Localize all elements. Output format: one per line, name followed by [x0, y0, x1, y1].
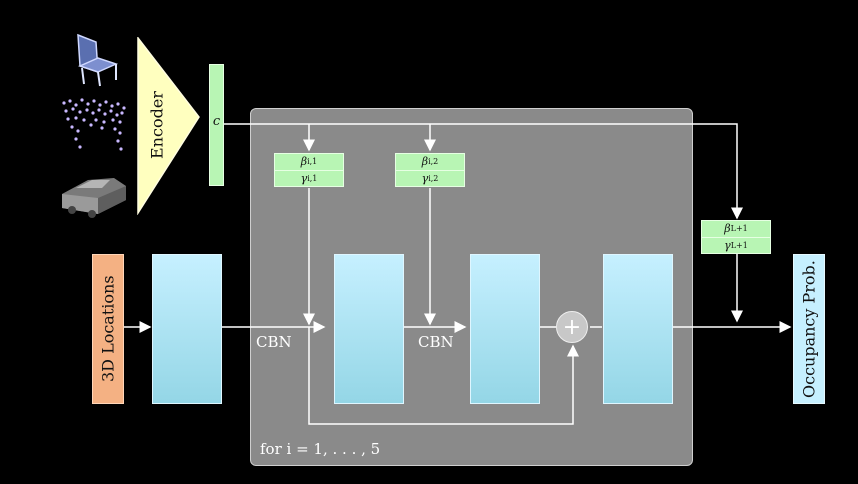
cbn-label-1: CBN	[256, 333, 292, 351]
encoder-label: Encoder	[147, 91, 167, 159]
resnet-block-1	[334, 254, 404, 404]
resnet-block-2	[470, 254, 540, 404]
plus-icon: +	[562, 314, 582, 340]
latent-code-label: c	[212, 114, 221, 129]
point-cloud-icon	[62, 98, 126, 151]
3d-locations-box: 3D Locations	[92, 254, 124, 404]
chair-mesh-icon	[77, 33, 119, 87]
loop-label: for i = 1, . . . , 5	[260, 440, 381, 458]
occupancy-output-box: Occupancy Prob.	[793, 254, 825, 404]
fc-output-block	[603, 254, 673, 404]
code-wire	[224, 123, 743, 220]
encoder-block	[137, 37, 200, 215]
fc-input-block	[152, 254, 222, 404]
skip-connection-arrow	[308, 327, 579, 425]
voxel-car-icon	[62, 178, 126, 218]
add-node: +	[556, 311, 588, 343]
cbn-label-2: CBN	[418, 333, 454, 351]
latent-code-box	[209, 64, 224, 186]
